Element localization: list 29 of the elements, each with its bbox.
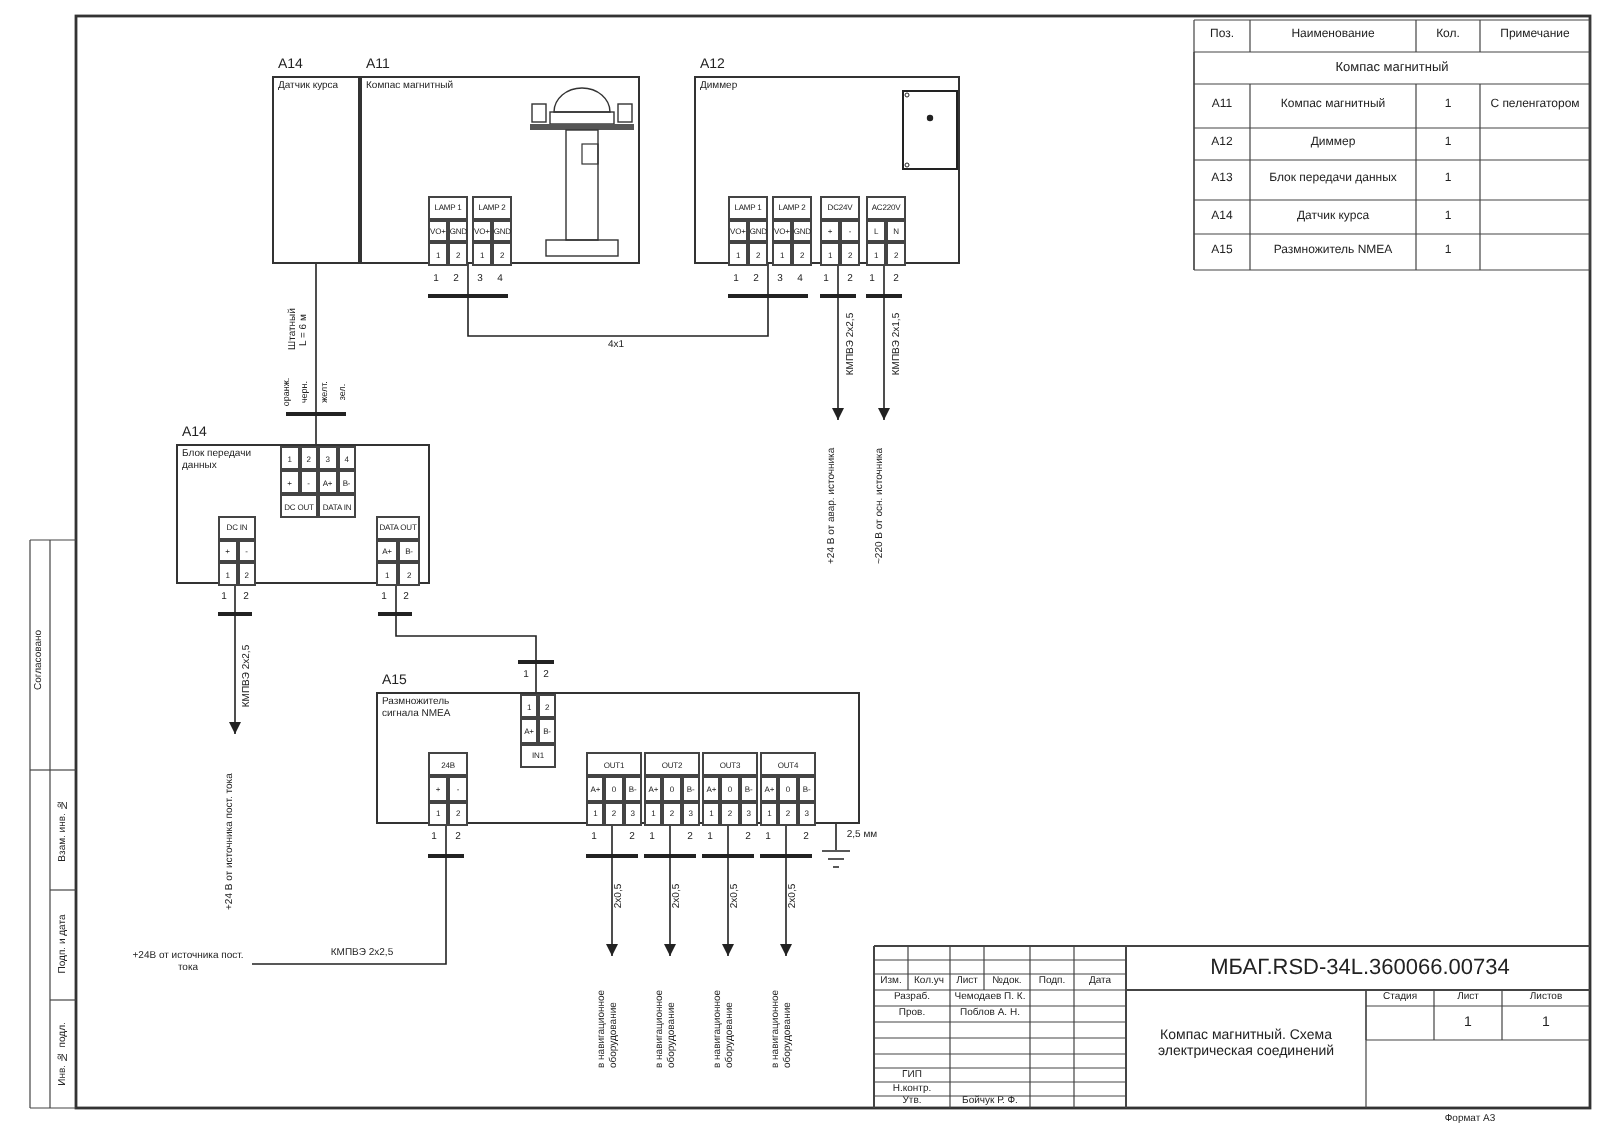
terminal-block	[820, 196, 860, 266]
cable-line	[664, 823, 676, 957]
cable-line	[229, 583, 241, 735]
document-code: МБАГ.RSD-34L.360066.00734	[1210, 955, 1510, 981]
cable-line	[395, 583, 537, 693]
terminal-block	[760, 752, 816, 826]
terminal-block	[520, 694, 556, 768]
terminal-block	[702, 752, 758, 826]
cable-line	[722, 823, 734, 957]
terminal-block	[472, 196, 512, 266]
cable-line	[835, 823, 837, 851]
terminal-block	[376, 516, 420, 586]
cable-line	[832, 263, 844, 421]
terminal-block	[866, 196, 906, 266]
cable-line	[878, 263, 890, 421]
cable-line	[780, 823, 792, 957]
terminal-block	[218, 516, 256, 586]
cable-line	[467, 263, 769, 337]
terminal-block	[772, 196, 812, 266]
terminal-block	[280, 446, 356, 518]
cable-line	[606, 823, 618, 957]
cable-line	[315, 263, 317, 445]
cable-line	[251, 823, 447, 965]
terminal-block	[644, 752, 700, 826]
terminal-block	[428, 752, 468, 826]
terminal-block	[586, 752, 642, 826]
terminal-block	[728, 196, 768, 266]
ground-symbol	[822, 850, 850, 868]
terminal-block	[428, 196, 468, 266]
